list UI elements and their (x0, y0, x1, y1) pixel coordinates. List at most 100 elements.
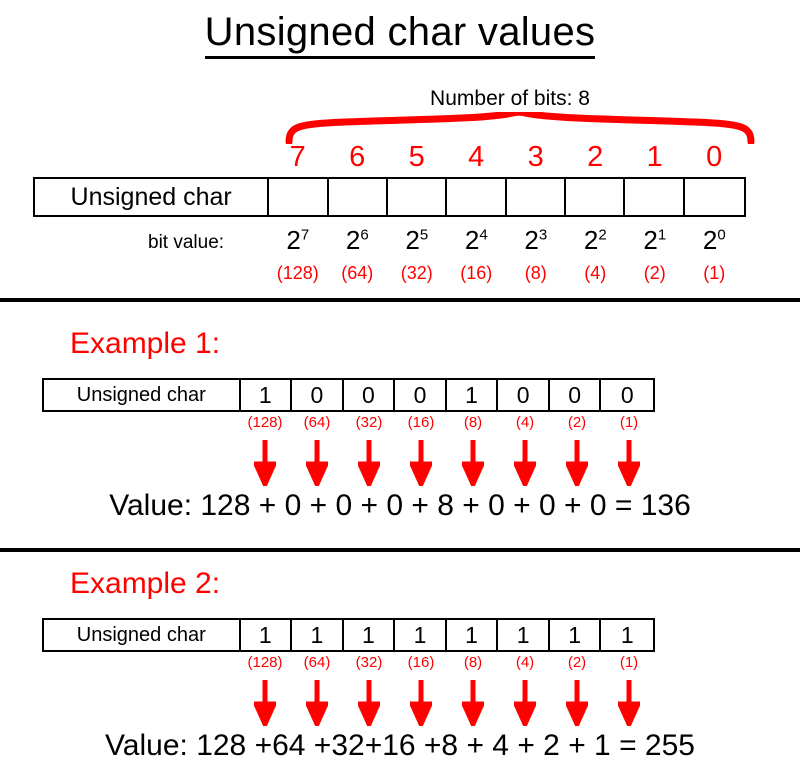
decimal-value-32: (32) (400, 263, 433, 283)
bit-index-1: 1 (646, 141, 663, 173)
bit-index-6: 6 (349, 141, 366, 173)
bit-cell-5[interactable]: 1 (344, 620, 396, 650)
row-label: Unsigned char (35, 179, 270, 215)
decimal-value-32: (32) (355, 654, 383, 671)
example-1-value-line: Value: 128 + 0 + 0 + 0 + 8 + 0 + 0 + 0 =… (109, 489, 691, 522)
bit-index-0: 0 (706, 141, 723, 173)
down-arrow-icon (291, 680, 343, 726)
bit-cell-5[interactable] (388, 179, 448, 215)
decimal-value-1: (1) (703, 263, 726, 283)
bit-cell-7[interactable] (269, 179, 329, 215)
down-arrow-icon (499, 440, 551, 486)
down-arrow-icon (239, 440, 291, 486)
decimal-value-8: (8) (524, 263, 547, 283)
example-1-decimal-value-row: (128) (64) (32) (16) (8) (4) (2) (1) (239, 413, 655, 433)
decimal-value-32: (32) (355, 414, 383, 431)
down-arrow-icon (343, 680, 395, 726)
power-2-0: 20 (702, 225, 726, 255)
bit-cell-3[interactable] (507, 179, 566, 215)
decimal-value-2: (2) (643, 263, 666, 283)
down-arrow-icon (551, 440, 603, 486)
bit-cell-0[interactable] (685, 179, 744, 215)
power-2-3: 23 (524, 225, 548, 255)
bit-range-brace-icon (285, 112, 755, 144)
example-2-decimal-value-row: (128) (64) (32) (16) (8) (4) (2) (1) (239, 653, 655, 673)
bit-cell-3[interactable]: 1 (447, 620, 499, 650)
decimal-value-64: (64) (303, 414, 331, 431)
power-of-two-row: 27 26 25 24 23 22 21 20 (268, 225, 746, 255)
bit-index-7: 7 (289, 141, 306, 173)
unsigned-char-table-empty: Unsigned char (33, 177, 746, 217)
bit-cell-4[interactable] (447, 179, 507, 215)
down-arrow-icon (499, 680, 551, 726)
down-arrow-icon (395, 440, 447, 486)
bit-cell-7[interactable]: 1 (241, 620, 293, 650)
bit-cell-4[interactable]: 1 (395, 620, 447, 650)
power-2-5: 25 (405, 225, 429, 255)
example-1-bit-table: Unsigned char 1 0 0 0 1 0 0 0 (42, 378, 655, 412)
row-label: Unsigned char (44, 380, 241, 410)
down-arrow-icon (343, 440, 395, 486)
bit-cell-0[interactable]: 1 (620, 621, 634, 648)
page-title-text: Unsigned char values (204, 10, 596, 59)
example-2-arrow-row (239, 680, 655, 726)
bit-cell-1[interactable]: 0 (550, 380, 602, 410)
decimal-value-128: (128) (276, 263, 319, 283)
bit-cell-5[interactable]: 0 (344, 380, 396, 410)
example-2-heading: Example 2: (70, 567, 221, 600)
bit-index-2: 2 (587, 141, 604, 173)
bit-cell-4[interactable]: 0 (395, 380, 447, 410)
bit-cell-1[interactable] (625, 179, 685, 215)
example-2-value-line: Value: 128 +64 +32+16 +8 + 4 + 2 + 1 = 2… (105, 729, 695, 762)
decimal-value-row-top: (128) (64) (32) (16) (8) (4) (2) (1) (268, 262, 746, 284)
bit-cell-0[interactable]: 0 (620, 381, 634, 408)
power-2-1: 21 (643, 225, 667, 255)
bit-index-4: 4 (468, 141, 485, 173)
down-arrow-icon (447, 680, 499, 726)
bit-cell-2[interactable]: 1 (498, 620, 550, 650)
decimal-value-1: (1) (619, 414, 639, 431)
power-2-2: 22 (583, 225, 607, 255)
decimal-value-64: (64) (303, 654, 331, 671)
bit-cell-6[interactable]: 0 (292, 380, 344, 410)
decimal-value-16: (16) (460, 263, 493, 283)
down-arrow-icon (447, 440, 499, 486)
decimal-value-4: (4) (515, 414, 535, 431)
example-1-arrow-row (239, 440, 655, 486)
example-2-bit-table: Unsigned char 1 1 1 1 1 1 1 1 (42, 618, 655, 652)
decimal-value-8: (8) (463, 654, 483, 671)
down-arrow-icon (603, 680, 655, 726)
row-label: Unsigned char (44, 620, 241, 650)
bit-value-label: bit value: (148, 232, 225, 253)
decimal-value-2: (2) (567, 654, 587, 671)
bit-cell-7[interactable]: 1 (241, 380, 293, 410)
decimal-value-64: (64) (341, 263, 374, 283)
decimal-value-128: (128) (247, 654, 283, 671)
page-title: Unsigned char values (0, 6, 800, 59)
down-arrow-icon (603, 440, 655, 486)
decimal-value-2: (2) (567, 414, 587, 431)
power-2-4: 24 (464, 225, 488, 255)
down-arrow-icon (291, 440, 343, 486)
bit-index-row: 7 6 5 4 3 2 1 0 (268, 140, 746, 174)
bit-cell-2[interactable] (566, 179, 626, 215)
power-2-6: 26 (345, 225, 369, 255)
bit-index-5: 5 (408, 141, 425, 173)
section-divider-2 (0, 548, 800, 552)
decimal-value-8: (8) (463, 414, 483, 431)
bit-cell-1[interactable]: 1 (550, 620, 602, 650)
power-2-7: 27 (286, 225, 310, 255)
decimal-value-128: (128) (247, 414, 283, 431)
down-arrow-icon (551, 680, 603, 726)
number-of-bits-caption: Number of bits: 8 (430, 87, 590, 110)
bit-index-3: 3 (527, 141, 544, 173)
bit-cell-6[interactable] (329, 179, 388, 215)
decimal-value-4: (4) (584, 263, 607, 283)
bit-cell-2[interactable]: 0 (498, 380, 550, 410)
decimal-value-1: (1) (619, 654, 639, 671)
example-1-heading: Example 1: (70, 327, 221, 360)
bit-cell-6[interactable]: 1 (292, 620, 344, 650)
down-arrow-icon (395, 680, 447, 726)
bit-cell-3[interactable]: 1 (447, 380, 499, 410)
decimal-value-16: (16) (407, 654, 435, 671)
